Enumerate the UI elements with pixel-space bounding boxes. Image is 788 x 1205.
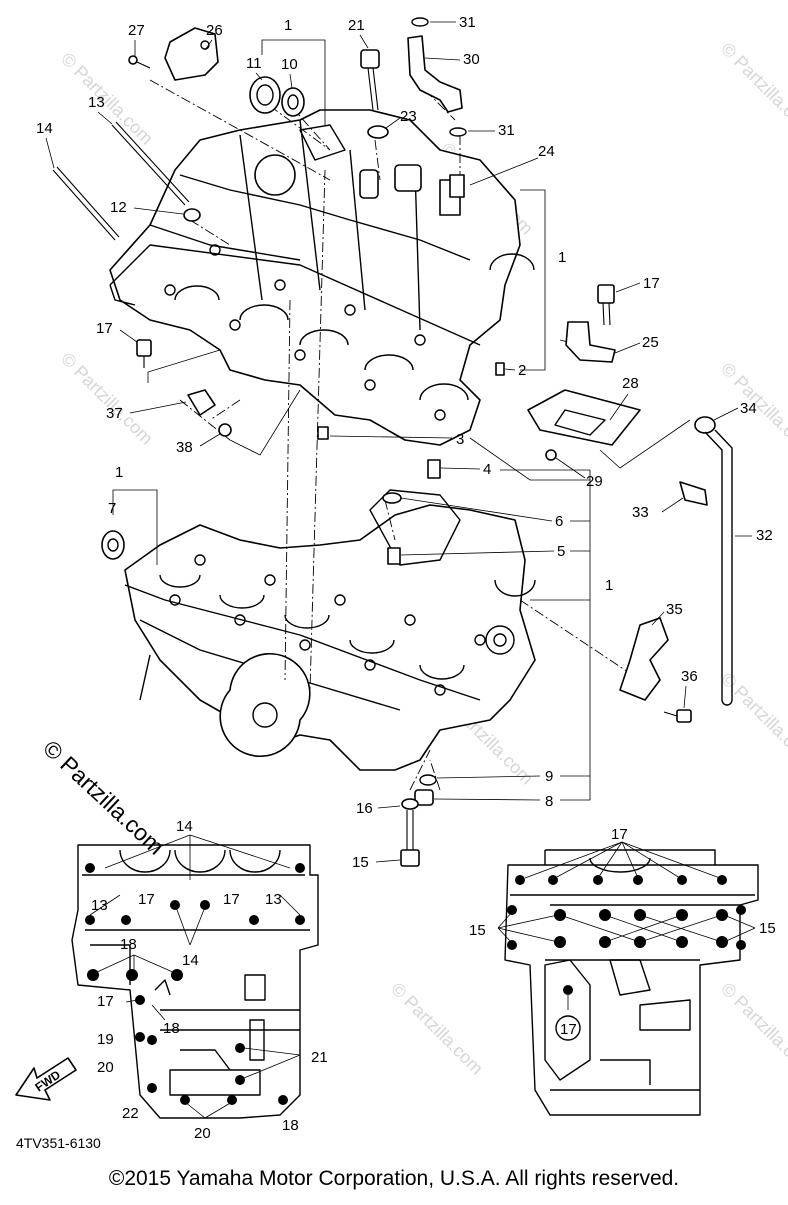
callout-16: 16 [356, 800, 373, 817]
callout-34: 34 [740, 400, 757, 417]
callout-26: 26 [206, 22, 223, 39]
callout-4: 4 [483, 461, 491, 478]
callout-22: 22 [122, 1105, 139, 1122]
callout-36: 36 [681, 668, 698, 685]
callout-17: 17 [611, 826, 628, 843]
callout-17: 17 [223, 891, 240, 908]
callout-8: 8 [545, 793, 553, 810]
upper-crankcase [109, 109, 535, 446]
copyright-notice: ©2015 Yamaha Motor Corporation, U.S.A. A… [108, 1167, 680, 1190]
callout-14: 14 [176, 818, 193, 835]
callout-25: 25 [642, 334, 659, 351]
callout-17: 17 [643, 275, 660, 292]
callout-13: 13 [265, 891, 282, 908]
bolt-pattern-left-view: FWD 14 13 17 17 13 18 14 17 18 19 20 21 … [15, 818, 328, 1142]
callout-1: 1 [284, 17, 292, 34]
callout-32: 32 [756, 527, 773, 544]
watermark-text: © Partzilla.com [717, 669, 788, 769]
callout-21: 21 [348, 17, 365, 34]
lower-crankcase [124, 489, 536, 771]
callout-20: 20 [97, 1059, 114, 1076]
callout-38: 38 [176, 439, 193, 456]
callout-7: 7 [108, 500, 116, 517]
callout-27: 27 [128, 22, 145, 39]
callout-31: 31 [498, 122, 515, 139]
callout-15: 15 [352, 854, 369, 871]
callout-12: 12 [110, 199, 127, 216]
callout-14: 14 [182, 952, 199, 969]
callout-20: 20 [194, 1125, 211, 1142]
callout-1: 1 [115, 464, 123, 481]
callout-15: 15 [469, 922, 486, 939]
callout-30: 30 [463, 51, 480, 68]
callout-9: 9 [545, 768, 553, 785]
callout-37: 37 [106, 405, 123, 422]
small-parts [52, 17, 733, 867]
watermark-text: © Partzilla.com [57, 349, 157, 449]
callout-2: 2 [518, 362, 526, 379]
callout-1: 1 [558, 249, 566, 266]
fwd-arrow-icon: FWD [15, 1057, 77, 1101]
callout-35: 35 [666, 601, 683, 618]
callout-1: 1 [605, 577, 613, 594]
callout-24: 24 [538, 143, 555, 160]
callout-19: 19 [97, 1031, 114, 1048]
callout-10: 10 [281, 56, 298, 73]
callout-17: 17 [138, 891, 155, 908]
callout-21: 21 [311, 1049, 328, 1066]
watermark-text: © Partzilla.com [387, 979, 487, 1079]
callout-3: 3 [456, 431, 464, 448]
callout-6: 6 [555, 513, 563, 530]
callout-14: 14 [36, 120, 53, 137]
callout-17: 17 [97, 993, 114, 1010]
callout-11: 11 [246, 55, 262, 72]
callout-15: 15 [759, 920, 776, 937]
callout-18: 18 [282, 1117, 299, 1134]
callout-18: 18 [163, 1020, 180, 1037]
bolt-pattern-right-view: 17 15 15 17 [469, 826, 776, 1116]
callout-17: 17 [96, 320, 113, 337]
callout-13: 13 [91, 897, 108, 914]
callout-13: 13 [88, 94, 105, 111]
callout-29: 29 [586, 473, 603, 490]
callouts-main: 27 26 1 11 10 21 31 30 23 31 24 13 14 12… [36, 14, 773, 871]
drawing-code: 4TV351-6130 [16, 1135, 101, 1151]
callout-5: 5 [557, 543, 565, 560]
watermark-text: © Partzilla.com [57, 49, 157, 149]
callout-33: 33 [632, 504, 649, 521]
callout-23: 23 [400, 108, 417, 125]
callout-18: 18 [120, 936, 137, 953]
watermark-text: © Partzilla.com [717, 979, 788, 1079]
callout-31: 31 [459, 14, 476, 31]
watermark-text: © Partzilla.com [717, 39, 788, 139]
callout-28: 28 [622, 375, 639, 392]
callout-17: 17 [560, 1021, 577, 1038]
